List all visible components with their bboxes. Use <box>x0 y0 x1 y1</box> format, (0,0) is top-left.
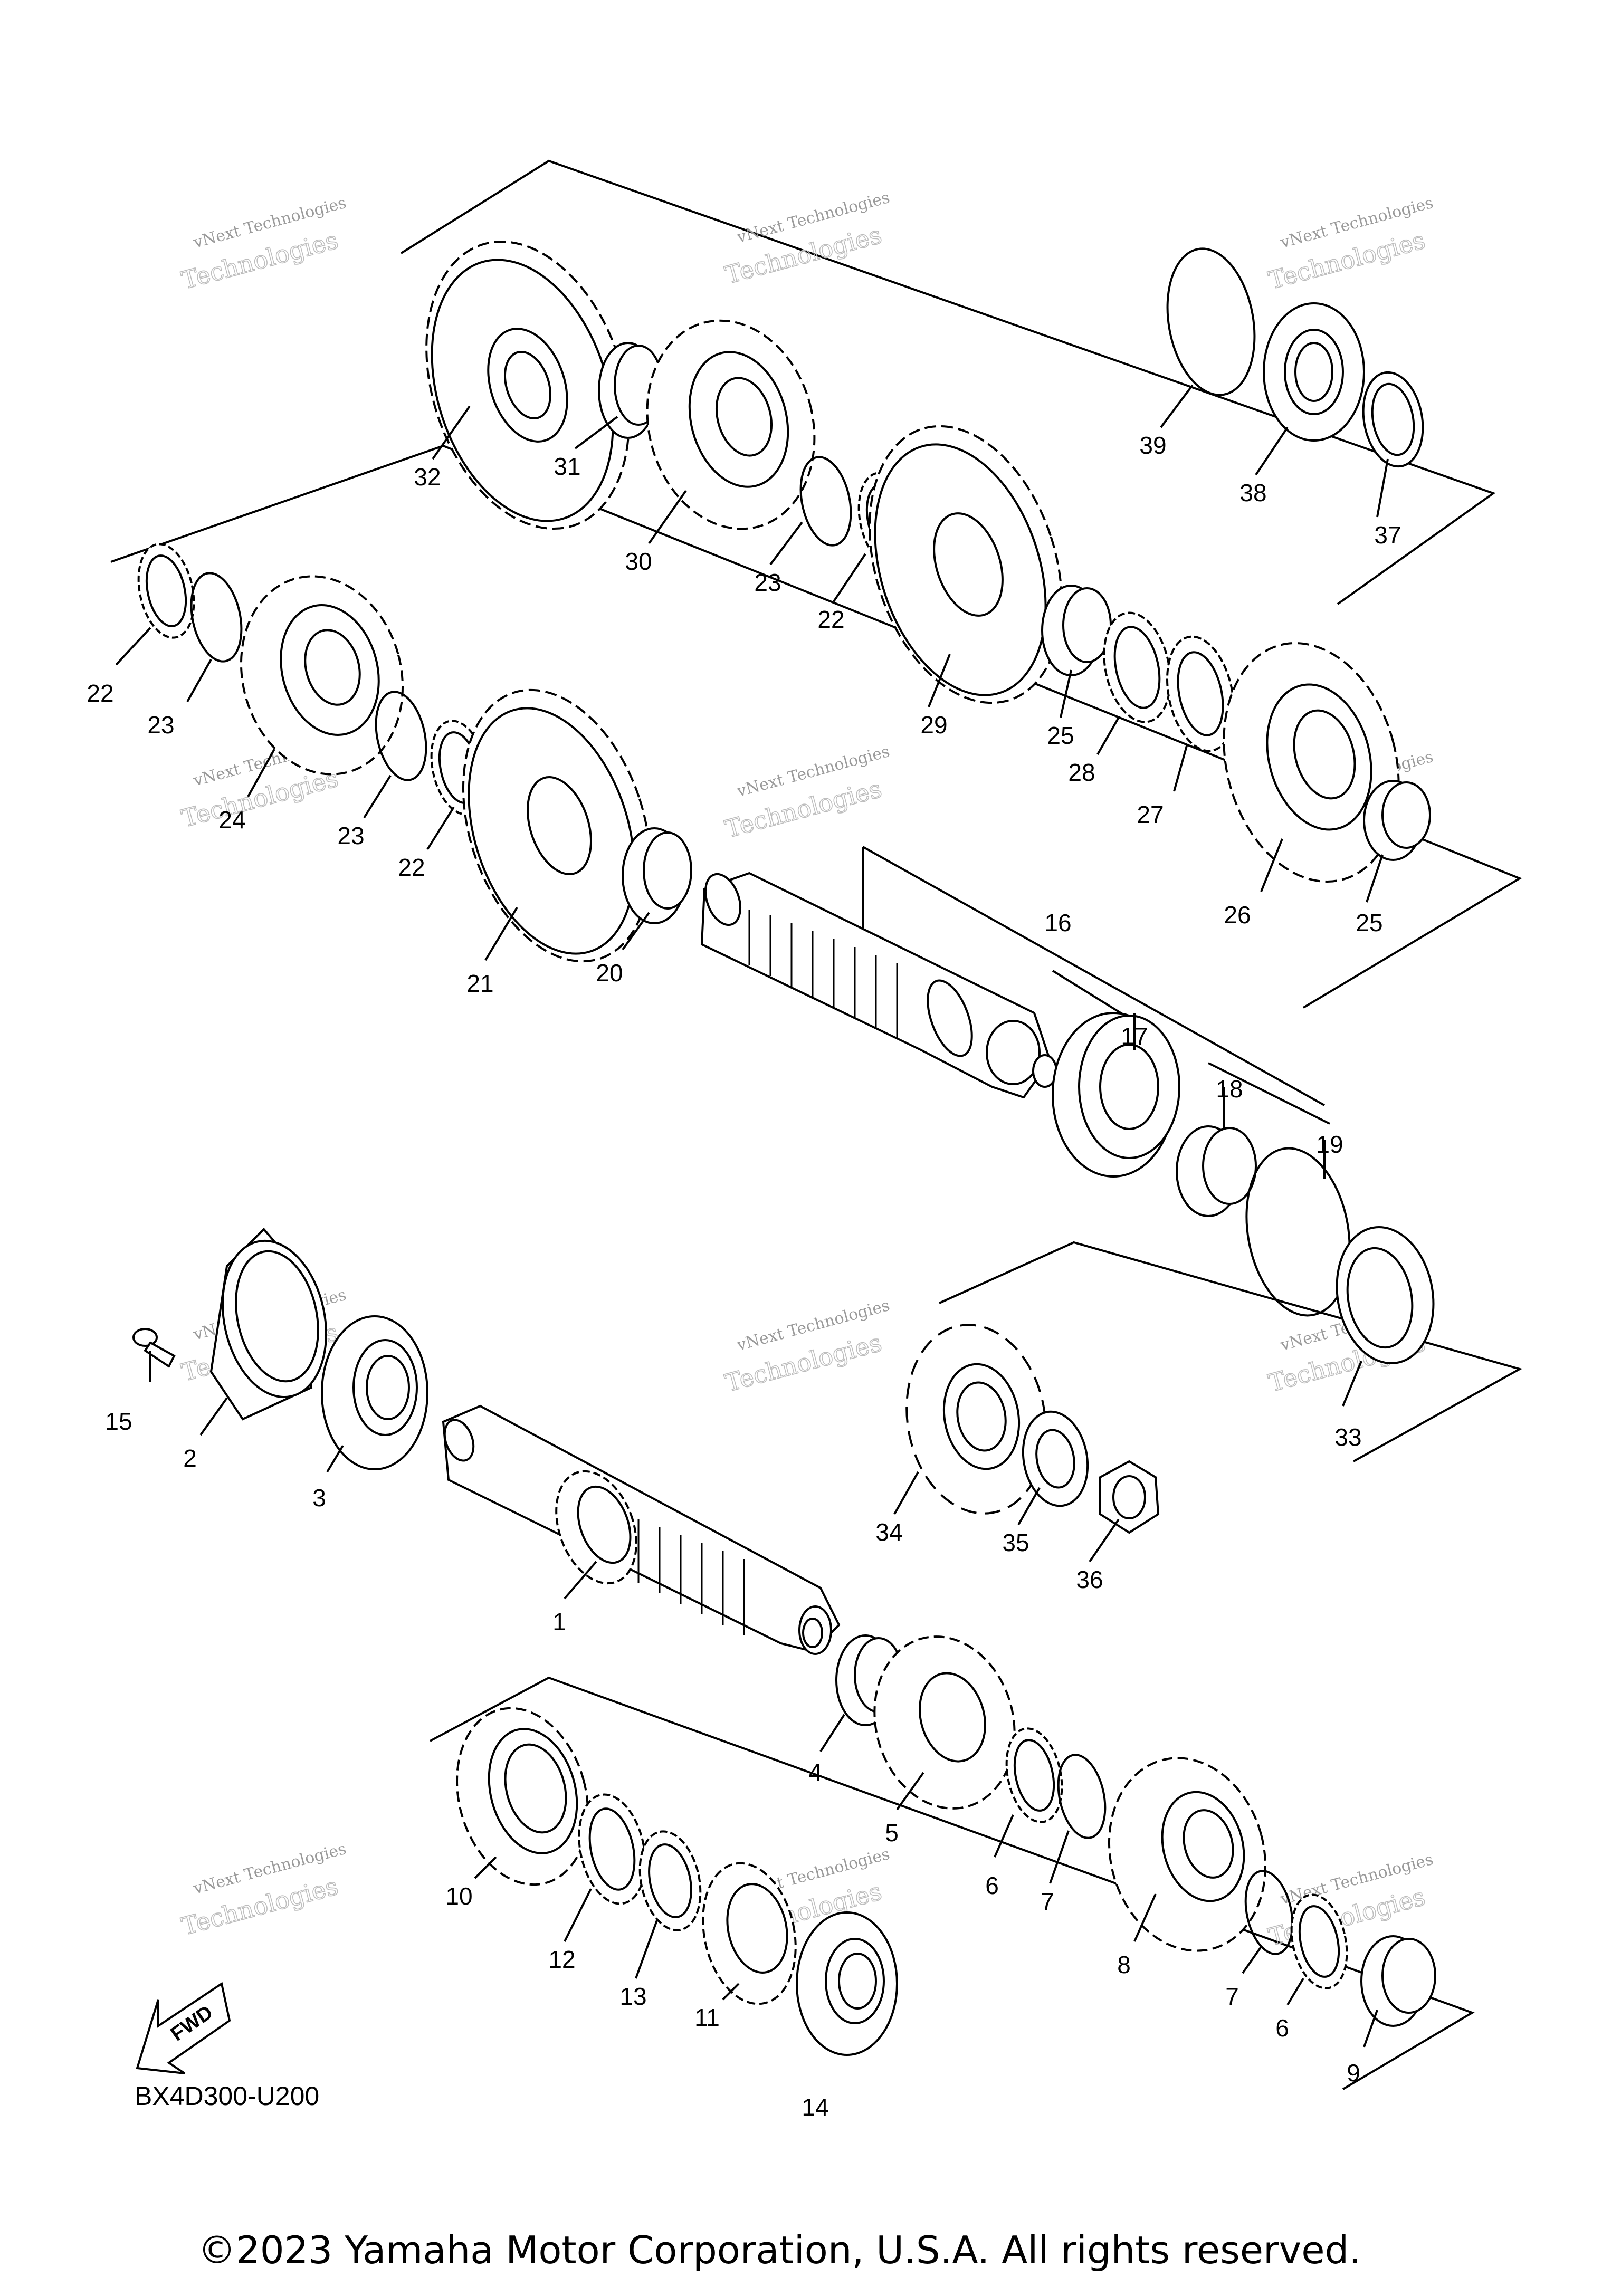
part-25-bearing-b <box>1363 780 1431 861</box>
part-20-bushing <box>622 827 692 924</box>
callout-18: 18 <box>1216 1075 1243 1103</box>
callout-17: 17 <box>1121 1022 1148 1050</box>
callout-37: 37 <box>1374 521 1401 549</box>
drive-axle-shaft <box>442 1404 841 1655</box>
callout-13: 13 <box>619 1983 646 2010</box>
callout-35: 35 <box>1002 1529 1029 1556</box>
part-28-plate <box>1103 611 1171 723</box>
part-23-circlip-b <box>190 572 243 663</box>
callout-24: 24 <box>218 806 245 834</box>
callout-25b: 25 <box>1356 909 1382 936</box>
callout-6: 6 <box>985 1872 999 1899</box>
fwd-arrow-icon: FWD <box>136 1982 231 2074</box>
callout-9: 9 <box>1347 2059 1360 2087</box>
part-6-washer-b <box>1290 1893 1348 1989</box>
callout-2: 2 <box>183 1444 197 1472</box>
callout-4: 4 <box>808 1758 822 1786</box>
part-19-circlip <box>1245 1147 1351 1317</box>
callout-23: 23 <box>754 569 781 596</box>
part-23-circlip-a <box>799 456 852 547</box>
part-34-sprocket <box>905 1324 1047 1515</box>
callout-25: 25 <box>1047 722 1074 749</box>
part-11-gear <box>702 1862 797 2005</box>
callout-22: 22 <box>817 606 844 633</box>
callout-29: 29 <box>920 711 947 739</box>
callout-labels: 32 31 30 23 22 29 39 38 37 22 23 24 23 2… <box>87 432 1401 2121</box>
part-23-circlip-c <box>375 691 427 781</box>
callout-21: 21 <box>466 970 493 997</box>
callout-39: 39 <box>1139 432 1166 459</box>
callout-15: 15 <box>105 1408 132 1435</box>
part-15-bolt <box>132 1328 176 1368</box>
leader-lines <box>115 384 1389 2048</box>
part-36-nut <box>1099 1460 1160 1534</box>
part-7-circlip-b <box>1244 1870 1294 1955</box>
part-32-gear <box>425 240 630 530</box>
copyright: ©2023 Yamaha Motor Corporation, U.S.A. A… <box>198 2228 1361 2272</box>
part-1-drive-gear <box>555 1470 637 1585</box>
callout-27: 27 <box>1137 801 1164 828</box>
callout-14: 14 <box>802 2093 828 2121</box>
callout-23b: 23 <box>147 711 174 739</box>
callout-19: 19 <box>1316 1131 1343 1158</box>
part-9-bearing <box>1360 1935 1436 2027</box>
callout-12: 12 <box>548 1946 575 1973</box>
part-30-gear <box>646 319 816 530</box>
part-26-gear <box>1223 642 1400 883</box>
part-2-bearing-retainer <box>209 1228 328 1421</box>
callout-26: 26 <box>1224 901 1251 929</box>
callout-34: 34 <box>875 1518 902 1546</box>
part-33-oil-seal <box>1336 1226 1435 1364</box>
part-18-collar <box>1176 1125 1257 1217</box>
part-5-gear <box>873 1635 1016 1810</box>
callout-1: 1 <box>552 1608 566 1635</box>
callout-3: 3 <box>312 1484 326 1511</box>
main-axle-shaft <box>700 872 1057 1099</box>
callout-38: 38 <box>1239 479 1266 506</box>
part-29-gear <box>869 425 1063 704</box>
callout-20: 20 <box>596 959 623 987</box>
callout-22b: 22 <box>87 680 113 707</box>
part-25-bearing-a <box>1041 585 1112 676</box>
callout-32: 32 <box>414 463 441 491</box>
part-39-circlip <box>1166 247 1256 396</box>
callout-23c: 23 <box>337 822 364 849</box>
callout-33: 33 <box>1334 1423 1361 1451</box>
part-17-bearing <box>1052 1012 1180 1178</box>
part-7-circlip-a <box>1057 1754 1107 1839</box>
callout-10: 10 <box>445 1882 472 1910</box>
part-14-bearing <box>796 1911 898 2056</box>
callout-8: 8 <box>1117 1951 1131 1978</box>
part-35-washer <box>1022 1410 1089 1507</box>
part-38-bearing <box>1263 302 1365 442</box>
part-3-bearing <box>321 1315 428 1470</box>
diagram-code: BX4D300-U200 <box>135 2081 319 2111</box>
callout-16: 16 <box>1044 909 1071 936</box>
part-24-gear <box>240 575 404 776</box>
callout-30: 30 <box>625 548 652 575</box>
part-12-plate <box>578 1793 646 1905</box>
part-22-washer-b <box>137 543 195 639</box>
callout-11: 11 <box>694 2004 720 2031</box>
callout-22c: 22 <box>398 854 425 881</box>
part-13-plate <box>638 1830 702 1931</box>
callout-28: 28 <box>1068 759 1095 786</box>
callout-6b: 6 <box>1275 2014 1289 2042</box>
callout-31: 31 <box>554 453 580 480</box>
part-27-plate <box>1166 635 1235 752</box>
callout-7: 7 <box>1041 1888 1054 1915</box>
group-frames <box>110 159 1523 2090</box>
callout-7b: 7 <box>1225 1983 1239 2010</box>
callout-36: 36 <box>1076 1566 1103 1593</box>
callout-5: 5 <box>885 1819 899 1847</box>
part-10-gear <box>456 1707 589 1886</box>
part-6-washer-a <box>1005 1727 1063 1823</box>
part-21-gear <box>462 688 652 963</box>
part-37-washer <box>1362 371 1424 468</box>
part-8-gear <box>1108 1757 1267 1952</box>
